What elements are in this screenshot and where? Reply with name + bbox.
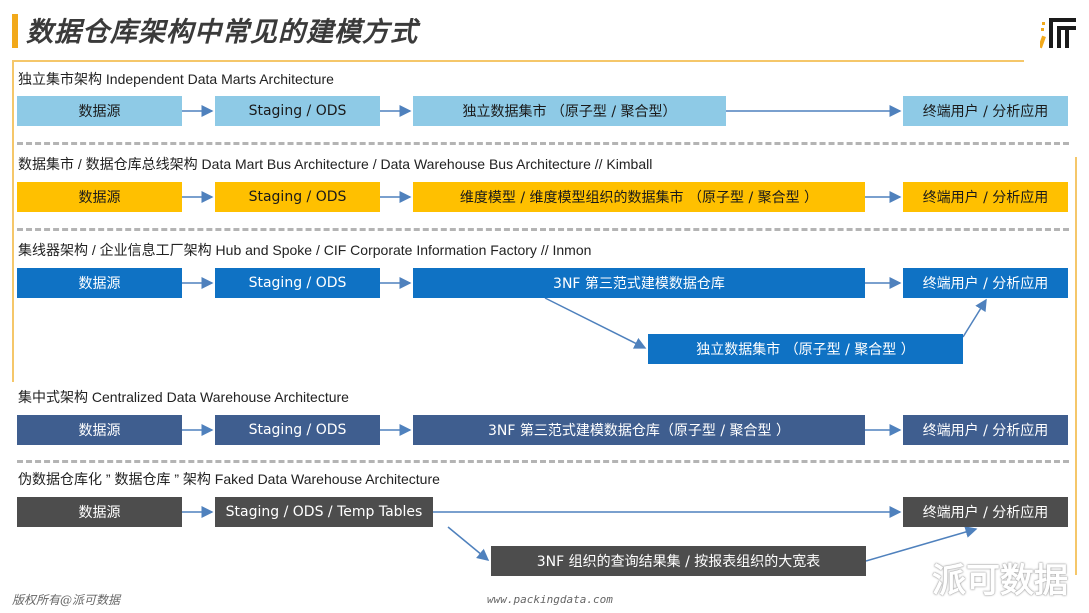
page-title: 数据仓库架构中常见的建模方式 [26,17,418,48]
url-watermark: www.packingdata.com [487,593,613,606]
copyright-watermark: 版权所有@派可数据 [12,593,121,607]
arrow-r3-5 [962,298,987,338]
frame-line-right [1075,157,1077,575]
node-3nf-warehouse: 3NF 第三范式建模数据仓库（原子型 / 聚合型 ） [413,415,865,445]
arrow-r5-3 [447,526,490,561]
brand-watermark: 派可数据 [932,561,1068,601]
row-label-faked-warehouse: 伪数据仓库化 ” 数据仓库 ” 架构 Faked Data Warehouse … [18,471,440,487]
row-label-bus-architecture: 数据集市 / 数据仓库总线架构 Data Mart Bus Architectu… [18,156,653,172]
node-staging-ods: Staging / ODS [215,268,380,298]
separator-3 [17,460,1069,463]
node-staging-ods: Staging / ODS [215,96,380,126]
title-accent-bar [12,14,18,48]
separator-1 [17,142,1069,145]
node-independent-marts: 独立数据集市 （原子型 / 聚合型 ） [648,334,963,364]
node-dimensional-marts: 维度模型 / 维度模型组织的数据集市 （原子型 / 聚合型 ） [413,182,865,212]
row-label-centralized: 集中式架构 Centralized Data Warehouse Archite… [18,389,349,405]
node-independent-marts: 独立数据集市 （原子型 / 聚合型） [413,96,726,126]
separator-2 [17,228,1069,231]
node-data-source: 数据源 [17,182,182,212]
node-data-source: 数据源 [17,96,182,126]
node-end-user: 终端用户 / 分析应用 [903,96,1068,126]
node-query-result-sets: 3NF 组织的查询结果集 / 按报表组织的大宽表 [491,546,866,576]
node-end-user: 终端用户 / 分析应用 [903,497,1068,527]
node-data-source: 数据源 [17,268,182,298]
row-label-independent-marts: 独立集市架构 Independent Data Marts Architectu… [18,71,334,87]
row-label-hub-and-spoke: 集线器架构 / 企业信息工厂架构 Hub and Spoke / CIF Cor… [18,242,592,258]
node-3nf-warehouse: 3NF 第三范式建模数据仓库 [413,268,865,298]
node-data-source: 数据源 [17,497,182,527]
frame-line-left [12,60,14,382]
brand-logo-icon [1040,18,1076,49]
node-data-source: 数据源 [17,415,182,445]
node-staging-ods: Staging / ODS [215,415,380,445]
arrow-r5-4 [865,526,978,562]
frame-line-top [12,60,1024,62]
node-end-user: 终端用户 / 分析应用 [903,415,1068,445]
node-end-user: 终端用户 / 分析应用 [903,182,1068,212]
node-staging-ods-temp: Staging / ODS / Temp Tables [215,497,433,527]
node-staging-ods: Staging / ODS [215,182,380,212]
arrow-r3-4 [544,297,647,349]
node-end-user: 终端用户 / 分析应用 [903,268,1068,298]
